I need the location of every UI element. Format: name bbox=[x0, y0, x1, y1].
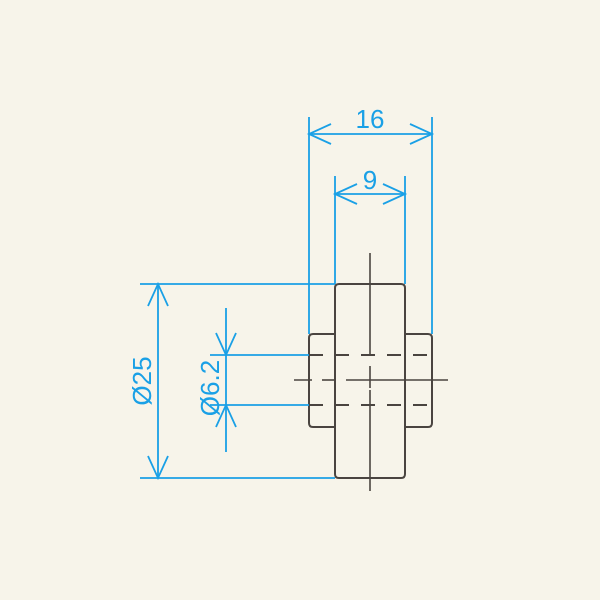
dimension-lines bbox=[140, 117, 435, 481]
hub-body bbox=[334, 283, 406, 479]
dim-outer-diameter: Ø25 bbox=[127, 356, 157, 405]
dim-inner-width: 9 bbox=[363, 165, 377, 195]
dim-bore-diameter: Ø6.2 bbox=[195, 360, 225, 416]
dim-overall-width: 16 bbox=[356, 104, 385, 134]
centerlines bbox=[294, 253, 448, 491]
